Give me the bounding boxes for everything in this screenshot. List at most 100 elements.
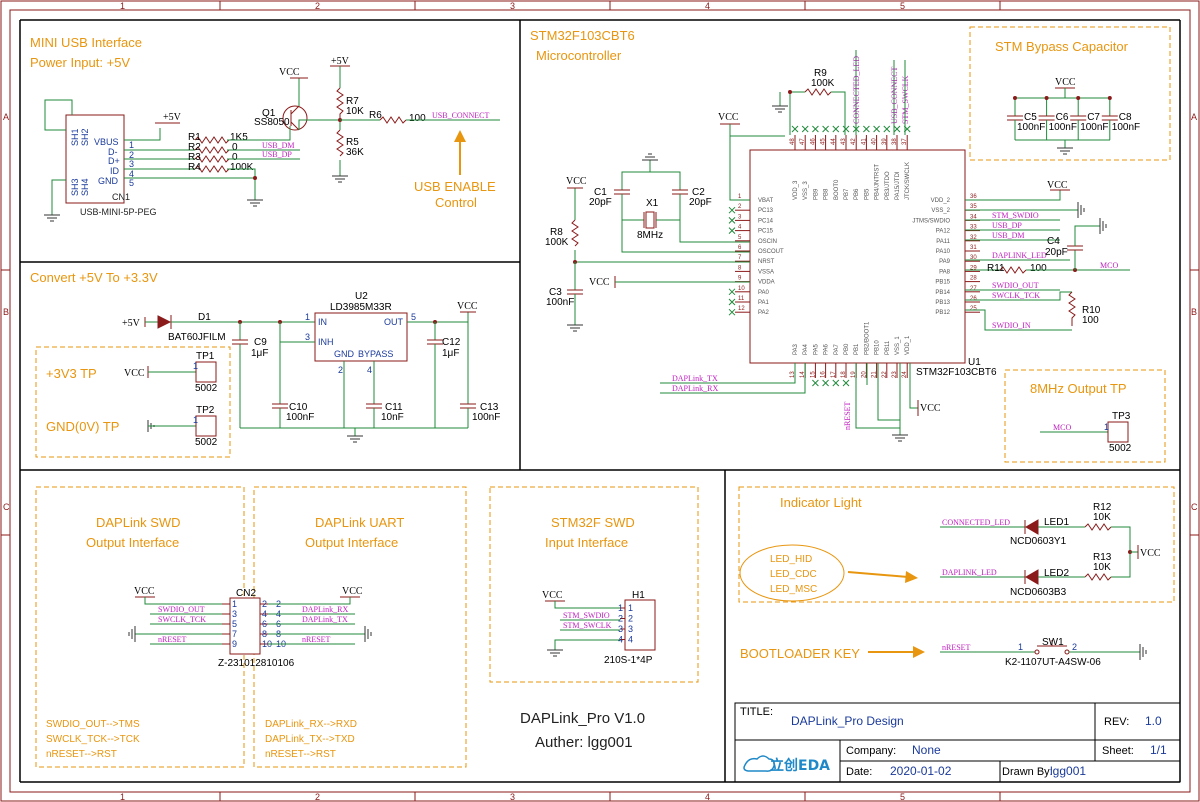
- uart-title: DAPLink UART: [315, 515, 404, 530]
- bypass-cap-val: 100nF: [1080, 122, 1108, 133]
- r12-ref: R12: [1093, 502, 1112, 513]
- r5-resistor: [336, 129, 344, 157]
- led-cdc-text: LED_CDC: [770, 569, 817, 580]
- r6-val: 100: [409, 113, 426, 124]
- r12-resistor: [1084, 523, 1112, 531]
- c4-ground-icon: [1099, 218, 1107, 234]
- c3-val: 100nF: [546, 297, 574, 308]
- c11-ref: C11: [385, 402, 403, 413]
- mcu-pin-oscout: OSCOUT: [758, 249, 784, 255]
- h1-pin-label: 4: [628, 635, 633, 645]
- bypass-ground-icon: [1057, 147, 1073, 155]
- daplink-tx-net: DAPLink_TX: [672, 374, 718, 383]
- cn2-pin-left: 7: [232, 629, 237, 639]
- r9-val: 100K: [811, 78, 835, 89]
- r5-ref: R5: [346, 137, 359, 148]
- r10-val: 100: [1082, 315, 1099, 326]
- cn1-sh3: SH3: [70, 178, 80, 196]
- sw-nreset-net: nRESET: [942, 643, 971, 652]
- author-text: Auther: lgg001: [535, 734, 633, 751]
- r1-resistor: [194, 136, 230, 144]
- swd-title: DAPLink SWD: [96, 515, 181, 530]
- sw1-ground-icon: [1139, 644, 1147, 660]
- mcu-ground-bottom-icon: [892, 434, 908, 442]
- cn1-pin1: 1: [129, 140, 134, 150]
- u2-bypass: BYPASS: [358, 349, 393, 359]
- mcu-pin-pa10: PA10: [936, 249, 951, 255]
- mcu-pin-jtms-swdio: JTMS/SWDIO: [912, 218, 950, 224]
- tp1-pin: 1: [193, 361, 198, 371]
- r12-val: 10K: [1093, 512, 1111, 523]
- q1-transistor: [282, 105, 308, 131]
- cn1-pin2: 2: [129, 150, 134, 160]
- r5-ground-icon: [332, 175, 348, 183]
- q1-ref: Q1: [262, 108, 276, 119]
- grid-col-3-top: 3: [510, 1, 515, 11]
- cn2-vcc-right-label: VCC: [342, 586, 363, 597]
- mcu-pin-pa15-jtdi: PA15/JTDI: [895, 171, 901, 200]
- mcu-pin-pa12: PA12: [936, 229, 951, 235]
- grid-row-b-right: B: [1191, 307, 1197, 317]
- indicator-box: [738, 486, 1175, 603]
- bypass-cap-ref: C6: [1056, 112, 1069, 123]
- r13-resistor: [1084, 573, 1112, 581]
- mcu-pin-num: 17: [831, 371, 837, 378]
- boot-arrow-icon: [913, 646, 925, 658]
- r7-resistor: [336, 87, 344, 118]
- cn2-ground-left-icon: [128, 626, 136, 642]
- c3-ref: C3: [549, 287, 562, 298]
- mcu-pin-num: 39: [882, 138, 888, 145]
- mcu-pin-num: 20: [861, 371, 867, 378]
- r11-ref: R11: [987, 263, 1005, 274]
- mcu-pin-pb13: PB13: [935, 300, 950, 306]
- mcu-pin-jtck-swclk: JTCK/SWCLK: [905, 162, 911, 200]
- r1-val: 1K5: [230, 132, 248, 143]
- mcu-pin-num: 6: [738, 245, 742, 251]
- uart-subtitle: Output Interface: [305, 535, 398, 550]
- sw1-contact-a: [1034, 649, 1040, 655]
- u2-pin1: 1: [305, 312, 310, 322]
- sw1-pin1: 1: [1018, 642, 1023, 652]
- mcu-pin-num: 9: [738, 276, 742, 282]
- r7-ref: R7: [346, 96, 359, 107]
- mcu-pin-num: 7: [738, 255, 742, 261]
- mcu-pin-num: 22: [882, 371, 888, 378]
- mcu-pin-num: 12: [738, 306, 745, 312]
- mcu-pin-pa3: PA3: [793, 343, 799, 355]
- mcu-pin-oscin: OSCIN: [758, 239, 777, 245]
- bypass-cap-val: 100nF: [1112, 122, 1140, 133]
- bypass-cap-val: 100nF: [1017, 122, 1045, 133]
- mcu-pin-pb2-boot1: PB2/BOOT1: [864, 321, 870, 355]
- c1-ref: C1: [594, 187, 607, 198]
- r3-ref: R3: [188, 152, 201, 163]
- title-label: TITLE:: [740, 706, 773, 718]
- cn1-pin5: 5: [129, 178, 134, 188]
- mcu-pin-num: 24: [902, 371, 908, 378]
- sw1-part: K2-1107UT-A4SW-06: [1005, 657, 1101, 668]
- mcu-usb-dp-net: USB_DP: [992, 221, 1022, 230]
- grid-col-3-bottom: 3: [510, 792, 515, 802]
- rev-label: REV:: [1104, 716, 1129, 728]
- mcu-pin-pa11: PA11: [936, 239, 950, 245]
- mcu-title: STM32F103CBT6: [530, 28, 635, 43]
- date-value: 2020-01-02: [890, 764, 952, 778]
- led1-part: NCD0603Y1: [1010, 536, 1067, 547]
- mcu-pin-vss_3: VSS_3: [803, 181, 809, 200]
- usb-dm-net: USB_DM: [262, 141, 294, 150]
- cn1-sh2: SH2: [80, 128, 90, 146]
- sw1-pin2: 2: [1072, 642, 1077, 652]
- u2-in: IN: [318, 317, 327, 327]
- r6-ref: R6: [369, 110, 382, 121]
- q1-part: SS8050: [254, 117, 290, 128]
- x1-crystal: [645, 211, 655, 229]
- h1-vcc-label: VCC: [542, 590, 563, 601]
- grid-col-5-top: 5: [900, 1, 905, 11]
- u1-part: STM32F103CBT6: [916, 367, 997, 378]
- cn1-dm: D-: [108, 147, 118, 157]
- tp3-testpoint: [1107, 421, 1129, 443]
- r2-val: 0: [232, 142, 238, 153]
- tp1-ref: TP1: [196, 351, 215, 362]
